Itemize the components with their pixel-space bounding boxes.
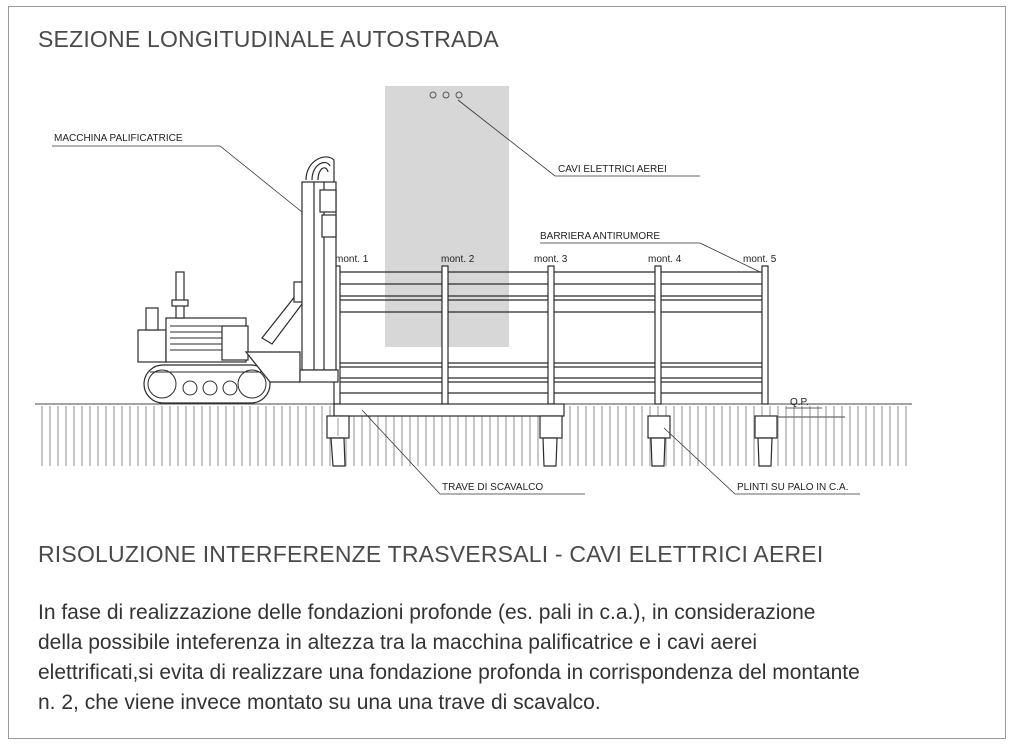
- description-line: In fase di realizzazione delle fondazion…: [38, 601, 816, 624]
- post-4: [654, 265, 662, 405]
- description-line: della possibile inteferenza in altezza t…: [38, 631, 758, 654]
- label-cables: CAVI ELETTRICI AEREI: [558, 164, 667, 175]
- label-footings: PLINTI SU PALO IN C.A.: [737, 482, 849, 493]
- drawing-frame: [8, 6, 1006, 739]
- footing-3: [539, 415, 563, 467]
- footing-1: [326, 415, 350, 467]
- footing-5: [754, 415, 778, 467]
- footing-4: [647, 415, 671, 467]
- label-beam: TRAVE DI SCAVALCO: [442, 482, 543, 493]
- post-label-2: mont. 2: [441, 254, 475, 265]
- post-2: [441, 265, 449, 405]
- description: In fase di realizzazione delle fondazion…: [38, 598, 998, 718]
- post-3: [547, 265, 555, 405]
- description-line: n. 2, che viene invece montato su una un…: [38, 691, 601, 714]
- section-heading: RISOLUZIONE INTERFERENZE TRASVERSALI - C…: [38, 541, 824, 567]
- label-ground: Q.P.: [790, 397, 809, 408]
- label-barrier: BARRIERA ANTIRUMORE: [540, 231, 660, 242]
- diagram-title: SEZIONE LONGITUDINALE AUTOSTRADA: [38, 26, 499, 52]
- post-label-5: mont. 5: [743, 254, 777, 265]
- piling-machine: [137, 156, 339, 404]
- description-line: elettrificati,si evita di realizzare una…: [38, 661, 860, 684]
- post-label-1: mont. 1: [335, 254, 369, 265]
- post-label-4: mont. 4: [648, 254, 682, 265]
- cable-circles: [429, 91, 463, 99]
- bridging-beam: [333, 403, 565, 417]
- section-drawing: MACCHINA PALIFICATRICE CAVI ELETTRICI AE…: [35, 86, 912, 495]
- footings: [326, 415, 778, 467]
- post-5: [761, 265, 769, 405]
- machine-tracks: [143, 364, 271, 404]
- label-machine: MACCHINA PALIFICATRICE: [54, 133, 183, 144]
- leader-lines: [52, 99, 860, 495]
- machine-mast: [301, 181, 337, 371]
- post-label-3: mont. 3: [534, 254, 568, 265]
